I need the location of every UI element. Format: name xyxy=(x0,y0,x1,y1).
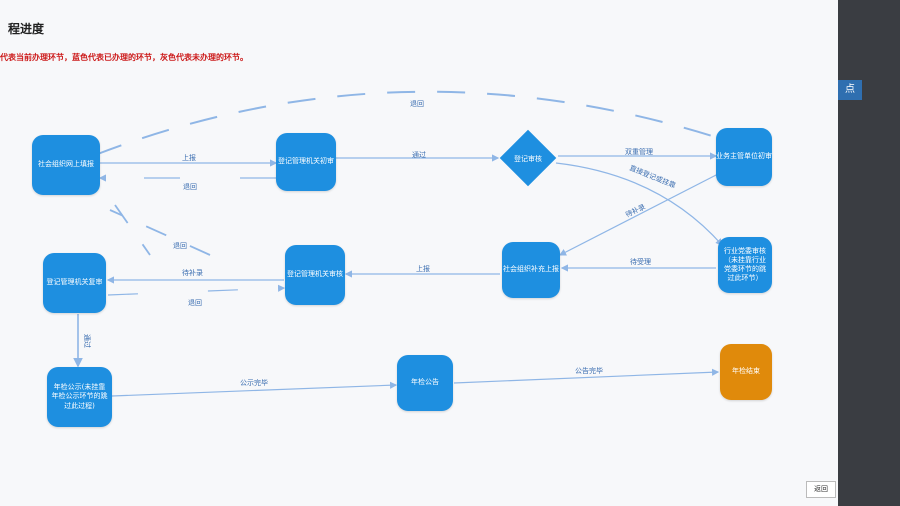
node-label: 社会组织补充上报 xyxy=(503,265,559,274)
edge-label-10-11: 公告完毕 xyxy=(575,367,603,375)
node-authority-recheck[interactable]: 登记管理机关复审 xyxy=(43,253,106,313)
node-annual-end[interactable]: 年检结束 xyxy=(720,344,772,400)
node-online-report[interactable]: 社会组织网上填报 xyxy=(32,135,100,195)
edge-label-8-7: 退回 xyxy=(188,299,202,307)
node-label: 行业党委审核（未挂靠行业党委环节的跳过此环节） xyxy=(724,246,766,283)
edge-8-left xyxy=(109,209,211,256)
edge-label-6-7: 上报 xyxy=(416,265,430,273)
node-authority-review[interactable]: 登记管理机关审核 xyxy=(285,245,345,305)
edge-3-5 xyxy=(555,162,723,246)
legend-note: 代表当前办理环节，蓝色代表已办理的环节，灰色代表未办理的环节。 xyxy=(0,53,248,62)
edge-10-11 xyxy=(453,368,720,384)
flow-connectors xyxy=(73,90,762,397)
node-label: 登记管理机关初审 xyxy=(278,157,334,166)
node-supplement-report[interactable]: 社会组织补充上报 xyxy=(502,242,560,298)
edge-label-9-10: 公示完毕 xyxy=(240,379,268,387)
node-annual-announcement[interactable]: 年检公告 xyxy=(397,355,453,411)
edge-label-5-6: 待受理 xyxy=(630,258,651,266)
edge-8-7 xyxy=(107,284,286,296)
node-label: 业务主管单位初审 xyxy=(716,152,772,161)
edge-label-top-return: 退回 xyxy=(410,100,424,108)
node-label: 登记管理机关审核 xyxy=(287,270,343,279)
node-label: 年检公告 xyxy=(411,378,439,387)
edge-label-2-1: 退回 xyxy=(183,183,197,191)
page-title: 程进度 xyxy=(8,22,45,36)
edge-label-2-3: 通过 xyxy=(412,151,426,159)
edge-4-6 xyxy=(558,172,721,256)
background-window-edge xyxy=(838,0,900,506)
node-label: 社会组织网上填报 xyxy=(38,160,94,169)
edge-label-3-4: 双重管理 xyxy=(625,148,653,156)
flow-progress-screen: 程进度 代表当前办理环节，蓝色代表已办理的环节，灰色代表未办理的环节。 社会组织… xyxy=(0,0,838,506)
node-label: 年检结束 xyxy=(732,367,760,376)
node-initial-review[interactable]: 登记管理机关初审 xyxy=(276,133,336,191)
background-tab: 点 xyxy=(838,80,862,100)
node-registration-review-label: 登记审核 xyxy=(514,155,542,163)
node-supervisor-review[interactable]: 业务主管单位初审 xyxy=(716,128,772,186)
edge-label-7-8: 待补录 xyxy=(182,269,203,277)
edge-label-1-2: 上报 xyxy=(182,154,196,162)
edge-label-8-9: 通过 xyxy=(83,334,91,348)
node-label: 年检公示(未挂靠年检公示环节的跳过此过程) xyxy=(51,383,108,410)
edge-9-10 xyxy=(111,381,398,397)
edge-1-dash-down xyxy=(114,204,151,256)
node-label: 登记管理机关复审 xyxy=(46,278,103,287)
edge-top-return xyxy=(94,90,762,156)
edge-label-8-left: 退回 xyxy=(173,242,187,250)
node-annual-publicity[interactable]: 年检公示(未挂靠年检公示环节的跳过此过程) xyxy=(47,367,112,427)
back-button[interactable]: 返回 xyxy=(806,481,836,498)
node-party-review[interactable]: 行业党委审核（未挂靠行业党委环节的跳过此环节） xyxy=(718,237,772,293)
